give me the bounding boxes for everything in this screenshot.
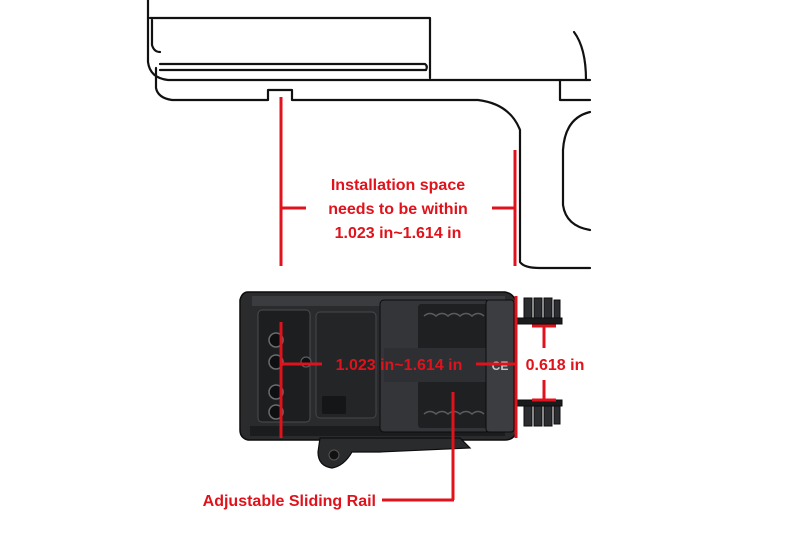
- clamp-teeth-bottom: [515, 399, 563, 427]
- inner-width-label: 1.023 in~1.614 in: [336, 357, 463, 374]
- install-label-line2: needs to be within: [328, 201, 468, 218]
- device-end-cap: [485, 299, 515, 433]
- pistol-slide-rail-upper: [158, 62, 428, 72]
- pistol-slide-front-cut: [150, 18, 162, 54]
- pistol-slide: [146, 0, 592, 82]
- pistol-outline: [146, 0, 592, 270]
- pistol-frame: [154, 66, 592, 270]
- pistol-slide-step: [148, 16, 432, 80]
- device-lever: [317, 437, 472, 469]
- inner-width-annotation: [279, 296, 518, 438]
- pistol-frame-top: [558, 78, 592, 102]
- sliding-rail-groove-upper: [418, 304, 490, 354]
- center-slot: [322, 396, 346, 414]
- lever-pivot-icon: [328, 449, 340, 461]
- sliding-rail-mid: [384, 348, 488, 382]
- pistol-trigger-guard: [561, 110, 592, 232]
- install-label-line3: 1.023 in~1.614 in: [335, 225, 462, 242]
- clamp-teeth-top: [515, 297, 563, 325]
- height-label: 0.618 in: [526, 357, 585, 374]
- rail-label: Adjustable Sliding Rail: [203, 493, 376, 510]
- ce-mark-icon: CE: [492, 359, 509, 373]
- rail-callout: [382, 392, 455, 502]
- installation-space-annotation: [279, 97, 517, 266]
- pistol-slide-rear-serration: [572, 30, 588, 82]
- height-annotation: [532, 324, 556, 402]
- sight-mount-device: CE: [239, 291, 563, 469]
- install-label-line1: Installation space: [331, 177, 465, 194]
